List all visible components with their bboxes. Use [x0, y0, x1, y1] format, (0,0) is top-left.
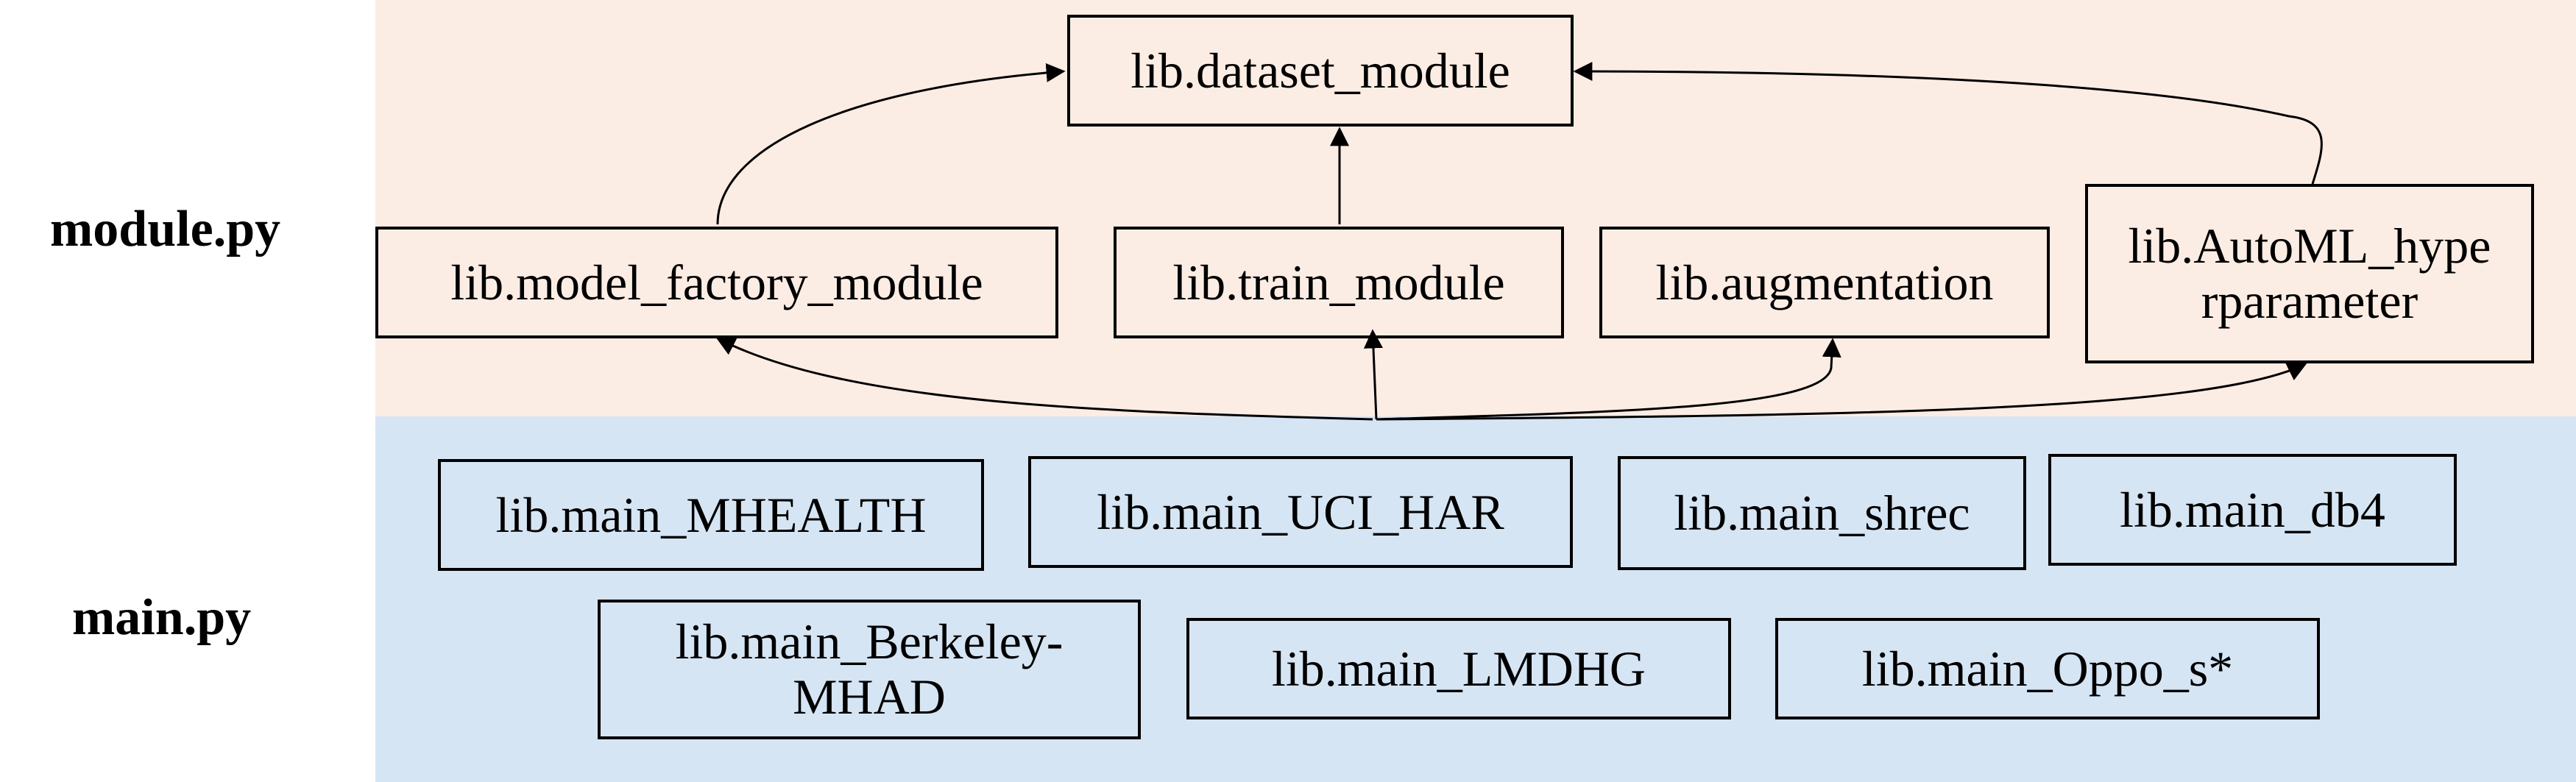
main-berkeley-mhad-text: lib.main_Berkeley- MHAD	[676, 614, 1064, 725]
main-db4-label: lib.main_db4	[2120, 481, 2385, 538]
module-row-label: module.py	[50, 201, 281, 257]
augmentation-module-label: lib.augmentation	[1655, 254, 1994, 310]
main-uci-har-box: lib.main_UCI_HAR	[1028, 456, 1573, 568]
main-layer-band	[375, 416, 2576, 782]
main-mhealth-box: lib.main_MHEALTH	[438, 459, 984, 571]
automl-label-line-2: rparameter	[2201, 273, 2418, 329]
model-factory-module-label: lib.model_factory_module	[450, 254, 983, 310]
main-lmdhg-box: lib.main_LMDHG	[1186, 618, 1731, 719]
main-berkeley-label-line-1: lib.main_Berkeley-	[675, 614, 1064, 670]
augmentation-module-box: lib.augmentation	[1599, 227, 2050, 338]
arrow-main-to-automl	[1376, 363, 2307, 421]
dataset-module-label: lib.dataset_module	[1130, 42, 1510, 99]
main-uci-har-label: lib.main_UCI_HAR	[1097, 483, 1504, 540]
main-shrec-box: lib.main_shrec	[1618, 456, 2026, 570]
main-oppo-label: lib.main_Oppo_s*	[1861, 640, 2234, 697]
arrow-main-to-augmentation	[1376, 338, 1841, 421]
main-oppo-box: lib.main_Oppo_s*	[1775, 618, 2320, 719]
main-berkeley-label-line-2: MHAD	[793, 669, 946, 725]
train-module-box: lib.train_module	[1114, 227, 1564, 338]
automl-label-line-1: lib.AutoML_hype	[2128, 218, 2491, 274]
model-factory-module-box: lib.model_factory_module	[375, 227, 1058, 338]
arrow-main-to-model-factory	[715, 337, 1373, 421]
arrow-model-factory-to-dataset	[716, 63, 1066, 225]
dataset-module-box: lib.dataset_module	[1067, 15, 1574, 127]
main-mhealth-label: lib.main_MHEALTH	[495, 486, 927, 543]
arrow-automl-to-dataset	[1573, 62, 2323, 185]
automl-hyperparameter-text: lib.AutoML_hype rparameter	[2129, 218, 2491, 329]
main-lmdhg-label: lib.main_LMDHG	[1271, 640, 1646, 697]
main-berkeley-mhad-box: lib.main_Berkeley- MHAD	[598, 600, 1141, 739]
automl-hyperparameter-module-box: lib.AutoML_hype rparameter	[2085, 184, 2534, 363]
main-row-label: main.py	[72, 589, 252, 646]
main-shrec-label: lib.main_shrec	[1674, 485, 1970, 541]
train-module-label: lib.train_module	[1172, 254, 1505, 310]
module-layer-band	[375, 0, 2576, 416]
main-db4-box: lib.main_db4	[2048, 454, 2457, 566]
arrow-main-to-train	[1363, 329, 1383, 420]
